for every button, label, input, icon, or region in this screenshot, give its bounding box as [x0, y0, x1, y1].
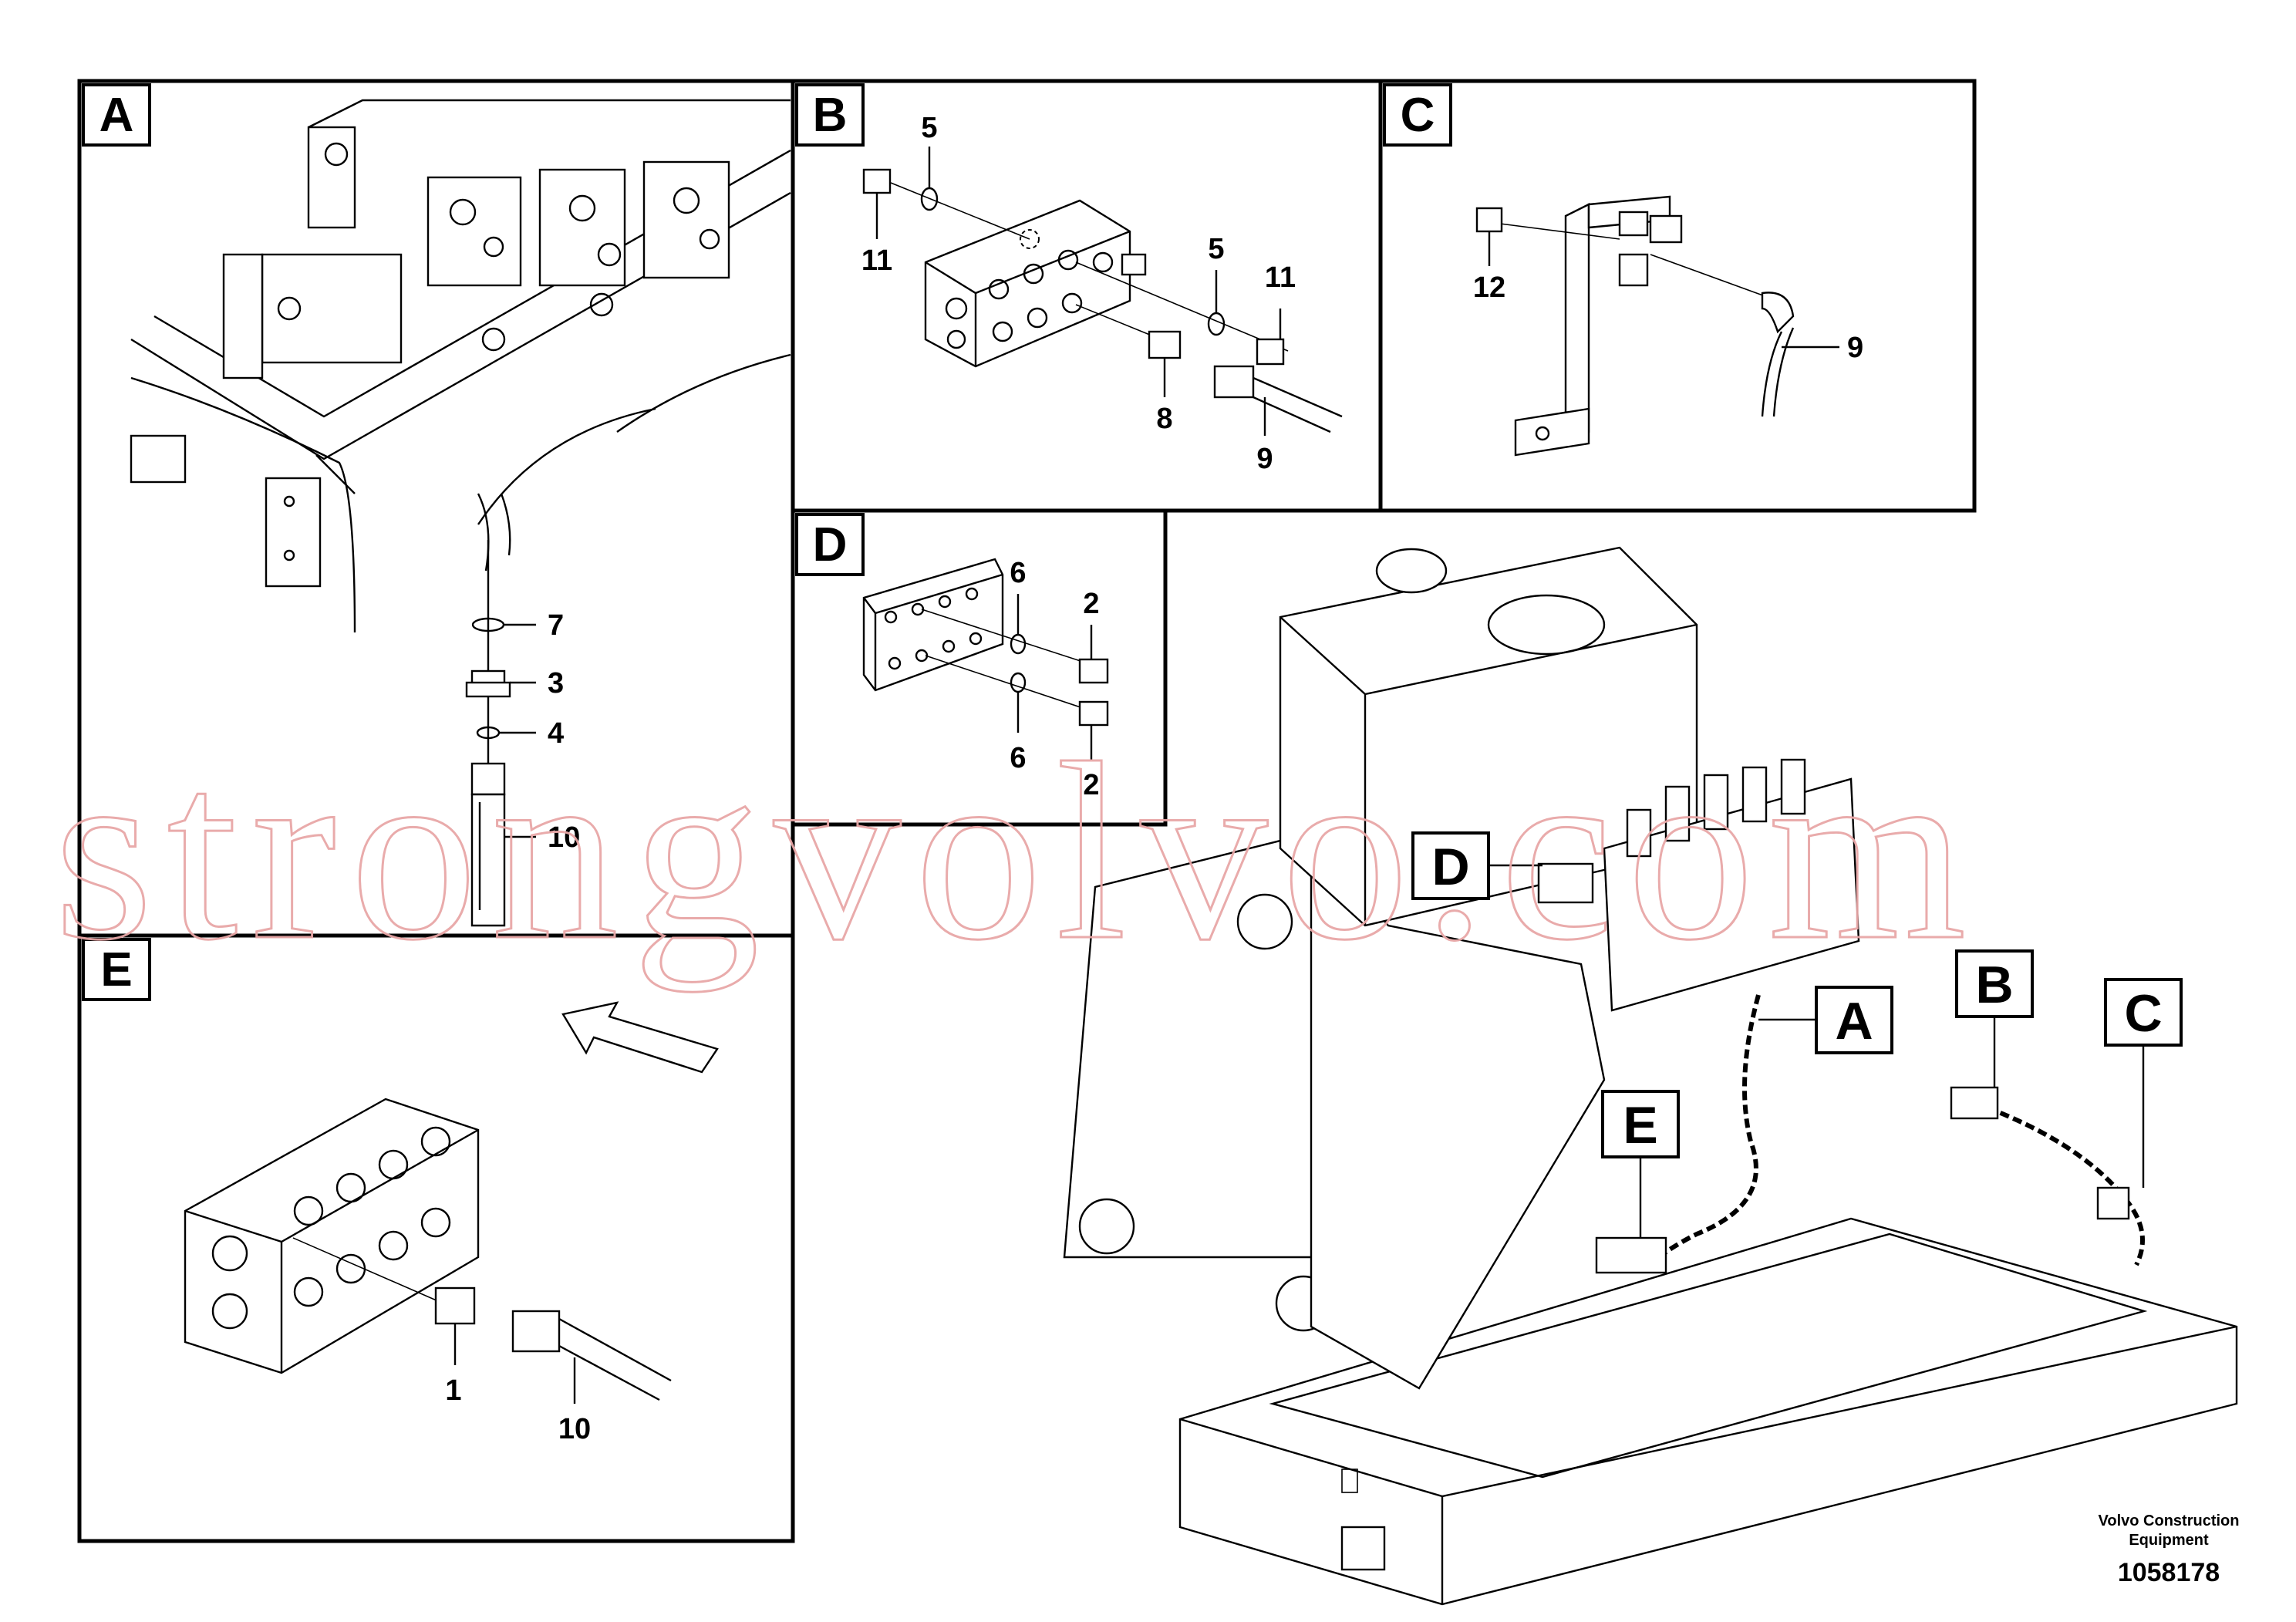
- company-name-line2: Equipment: [2129, 1532, 2209, 1549]
- part-number-label: 12: [1473, 271, 1505, 304]
- panel-a-valve-illustration: [130, 99, 791, 633]
- part-number-label: 9: [1847, 332, 1863, 364]
- panel-a-label: A: [99, 89, 134, 142]
- panel-b: B 5 11: [791, 79, 1383, 513]
- part-number-label: 11: [1265, 261, 1296, 294]
- panel-e: E 1 10: [77, 933, 795, 1543]
- part-number-label: 2: [1083, 588, 1099, 620]
- callout-e: E: [1601, 1090, 1680, 1238]
- drawing-number: 1058178: [2118, 1558, 2220, 1587]
- part-number-label: 10: [548, 821, 580, 854]
- part-number-label: 7: [548, 609, 564, 642]
- svg-text:E: E: [1623, 1096, 1657, 1155]
- panel-e-manifold: [184, 1098, 480, 1374]
- part-number-label: 8: [1156, 403, 1172, 435]
- panel-b-manifold: [886, 180, 1289, 368]
- company-name: Volvo Construction: [2099, 1512, 2240, 1529]
- panel-d-label: D: [813, 518, 848, 572]
- part-number-label: 5: [921, 112, 937, 144]
- part-number-label: 6: [1010, 557, 1026, 589]
- part-number-label: 11: [861, 244, 892, 277]
- part-number-label: 9: [1256, 443, 1273, 475]
- callout-b: B: [1955, 949, 2034, 1088]
- watermark-text: strongvolvo.com: [54, 711, 1980, 993]
- panel-a-hose-parts: [465, 540, 511, 927]
- panel-d-plate: [862, 558, 1088, 710]
- part-number-label: 1: [445, 1374, 461, 1407]
- panel-c: C 12 9: [1378, 79, 1977, 513]
- footer: Volvo Construction Equipment 1058178: [2099, 1512, 2240, 1587]
- part-number-label: 10: [558, 1413, 591, 1445]
- svg-text:C: C: [2124, 984, 2162, 1043]
- svg-text:A: A: [1835, 992, 1873, 1050]
- panel-a: A: [77, 79, 795, 938]
- part-number-label: 4: [548, 717, 564, 750]
- machine-overview: [1063, 546, 2238, 1606]
- panel-c-label: C: [1401, 89, 1435, 142]
- view-direction-arrow: [561, 1001, 719, 1074]
- part-number-label: 5: [1208, 233, 1224, 265]
- panel-d: D 6 2 6 2: [791, 508, 1168, 827]
- part-number-label: 2: [1083, 769, 1099, 801]
- part-number-label: 3: [548, 667, 564, 700]
- svg-text:D: D: [1431, 838, 1469, 896]
- callout-d: D: [1411, 831, 1542, 900]
- panel-e-label: E: [100, 943, 132, 996]
- svg-text:B: B: [1975, 956, 2013, 1014]
- callout-a: A: [1758, 986, 1893, 1054]
- callout-c: C: [2104, 978, 2183, 1188]
- part-number-label: 6: [1010, 742, 1026, 774]
- panel-c-bracket: [1499, 195, 1795, 457]
- panel-b-label: B: [813, 89, 848, 142]
